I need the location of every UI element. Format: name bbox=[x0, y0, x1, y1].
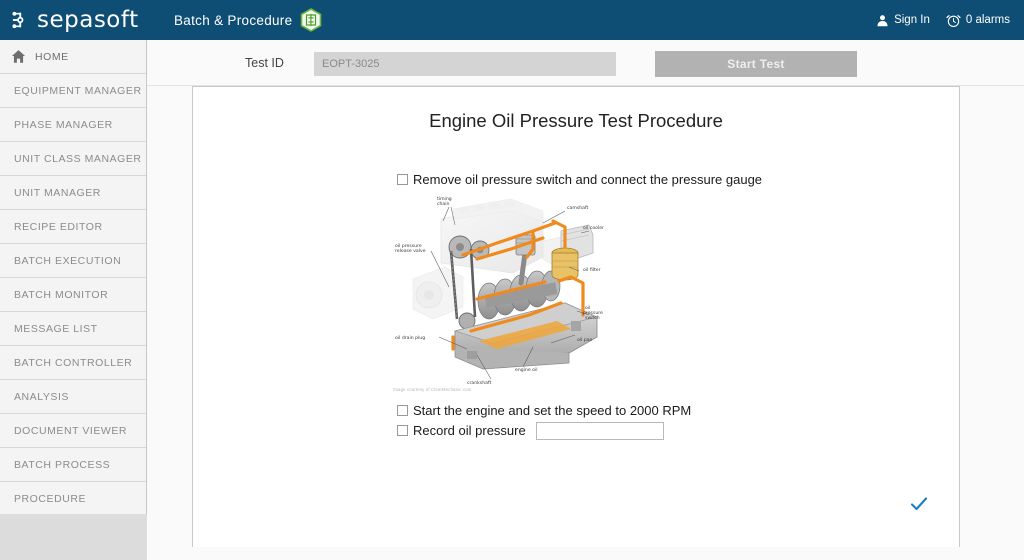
test-id-input[interactable] bbox=[314, 52, 616, 76]
start-test-button[interactable]: Start Test bbox=[655, 51, 857, 77]
svg-text:oil pressure: oil pressure bbox=[395, 243, 422, 249]
procedure-steps-upper: Remove oil pressure switch and connect t… bbox=[397, 171, 867, 188]
procedure-step: Start the engine and set the speed to 20… bbox=[397, 402, 867, 419]
toolbar: Test ID Start Test bbox=[147, 40, 1024, 86]
procedure-step: Record oil pressure bbox=[397, 422, 867, 440]
sidebar-nav: HOME EQUIPMENT MANAGER PHASE MANAGER UNI… bbox=[0, 40, 147, 516]
brand-logo[interactable]: sepasoft bbox=[12, 7, 150, 33]
svg-text:oil drain plug: oil drain plug bbox=[395, 335, 425, 341]
sidebar-item-unit-class-manager[interactable]: UNIT CLASS MANAGER bbox=[0, 142, 146, 176]
sign-in-label: Sign In bbox=[894, 14, 930, 26]
sidebar-item-label: BATCH CONTROLLER bbox=[14, 356, 133, 369]
main-content: Test ID Start Test Engine Oil Pressure T… bbox=[147, 40, 1024, 560]
sidebar-item-label: RECIPE EDITOR bbox=[14, 220, 103, 233]
procedure-step: Remove oil pressure switch and connect t… bbox=[397, 171, 867, 188]
sidebar-item-label: UNIT CLASS MANAGER bbox=[14, 152, 142, 165]
alarms-button[interactable]: 0 alarms bbox=[946, 13, 1010, 28]
hexagon-batch-icon bbox=[301, 8, 322, 32]
svg-text:pressure: pressure bbox=[583, 310, 603, 316]
step-label-2: Start the engine and set the speed to 20… bbox=[413, 403, 692, 418]
sidebar-item-unit-manager[interactable]: UNIT MANAGER bbox=[0, 176, 146, 210]
svg-text:engine oil: engine oil bbox=[515, 367, 538, 373]
person-icon bbox=[877, 14, 888, 26]
sidebar-item-recipe-editor[interactable]: RECIPE EDITOR bbox=[0, 210, 146, 244]
procedure-card: Engine Oil Pressure Test Procedure Remov… bbox=[192, 86, 960, 547]
page-title: Engine Oil Pressure Test Procedure bbox=[429, 110, 723, 131]
home-icon bbox=[11, 50, 26, 63]
sidebar-item-label: UNIT MANAGER bbox=[14, 186, 101, 199]
sidebar-item-label: BATCH EXECUTION bbox=[14, 254, 122, 267]
sidebar-item-equipment-manager[interactable]: EQUIPMENT MANAGER bbox=[0, 74, 146, 108]
step-label-3: Record oil pressure bbox=[413, 423, 526, 438]
alarms-label: 0 alarms bbox=[965, 14, 1010, 26]
brand-name: sepasoft bbox=[37, 7, 139, 33]
sidebar-item-procedure[interactable]: PROCEDURE bbox=[0, 482, 146, 516]
engine-diagram-svg: timing chain camshaft oil cooler oil pre… bbox=[395, 196, 604, 386]
svg-text:oil: oil bbox=[585, 305, 590, 311]
app-header: sepasoft Batch & Procedure Sign In 0 ala… bbox=[0, 0, 1024, 40]
procedure-steps-lower: Start the engine and set the speed to 20… bbox=[397, 402, 867, 440]
diagram-credit: Image courtesy of ClearMechanic.com bbox=[393, 387, 472, 392]
svg-text:timing: timing bbox=[437, 196, 452, 202]
record-oil-pressure-input[interactable] bbox=[535, 422, 664, 440]
sidebar-item-message-list[interactable]: MESSAGE LIST bbox=[0, 312, 146, 346]
sepasoft-node-logo-icon bbox=[12, 11, 24, 29]
step-checkbox-2[interactable] bbox=[397, 405, 408, 416]
svg-text:oil cooler: oil cooler bbox=[583, 225, 604, 231]
svg-text:crankshaft: crankshaft bbox=[467, 380, 491, 386]
header-actions: Sign In 0 alarms bbox=[876, 13, 1010, 28]
step-label-1: Remove oil pressure switch and connect t… bbox=[413, 172, 763, 187]
sidebar-item-batch-controller[interactable]: BATCH CONTROLLER bbox=[0, 346, 146, 380]
sidebar-item-label: PHASE MANAGER bbox=[14, 118, 113, 131]
sidebar-item-batch-process[interactable]: BATCH PROCESS bbox=[0, 448, 146, 482]
alarm-clock-icon bbox=[946, 14, 961, 27]
sidebar-item-label: DOCUMENT VIEWER bbox=[14, 424, 128, 437]
sidebar-item-home[interactable]: HOME bbox=[0, 40, 146, 74]
sidebar-item-label: EQUIPMENT MANAGER bbox=[14, 84, 142, 97]
sidebar-item-document-viewer[interactable]: DOCUMENT VIEWER bbox=[0, 414, 146, 448]
module-title: Batch & Procedure bbox=[174, 12, 293, 28]
sidebar-item-phase-manager[interactable]: PHASE MANAGER bbox=[0, 108, 146, 142]
sidebar-item-label: BATCH PROCESS bbox=[14, 458, 111, 471]
svg-text:switch: switch bbox=[585, 315, 600, 321]
svg-text:release valve: release valve bbox=[395, 248, 426, 254]
checkmark-icon[interactable] bbox=[909, 494, 929, 514]
step-checkbox-3[interactable] bbox=[397, 425, 408, 436]
sidebar-item-analysis[interactable]: ANALYSIS bbox=[0, 380, 146, 414]
step-checkbox-1[interactable] bbox=[397, 174, 408, 185]
sidebar-item-label: MESSAGE LIST bbox=[14, 322, 98, 335]
engine-oil-flow-diagram: timing chain camshaft oil cooler oil pre… bbox=[393, 191, 629, 391]
sidebar-footer bbox=[0, 514, 147, 560]
svg-text:chain: chain bbox=[437, 201, 450, 207]
sidebar-item-batch-execution[interactable]: BATCH EXECUTION bbox=[0, 244, 146, 278]
sidebar-item-label: BATCH MONITOR bbox=[14, 288, 109, 301]
svg-text:oil filter: oil filter bbox=[583, 267, 601, 273]
sidebar-item-batch-monitor[interactable]: BATCH MONITOR bbox=[0, 278, 146, 312]
sign-in-button[interactable]: Sign In bbox=[876, 14, 930, 27]
svg-text:oil pan: oil pan bbox=[577, 337, 593, 343]
sidebar-item-label: HOME bbox=[35, 50, 69, 63]
sidebar-item-label: PROCEDURE bbox=[14, 492, 87, 505]
test-id-label: Test ID bbox=[245, 56, 284, 70]
svg-text:camshaft: camshaft bbox=[567, 205, 588, 211]
sidebar-item-label: ANALYSIS bbox=[14, 390, 69, 403]
